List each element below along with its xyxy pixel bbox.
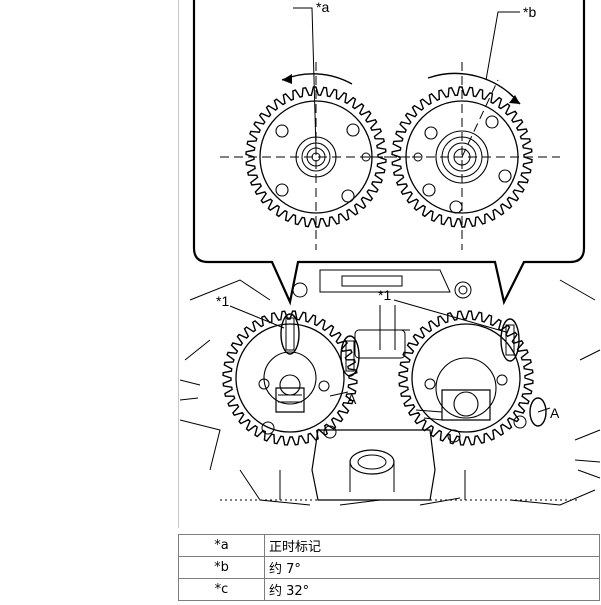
legend-value: 约 32° bbox=[264, 578, 600, 601]
point-right-leader bbox=[537, 407, 551, 413]
table-row: *b 约 7° bbox=[178, 556, 600, 579]
point-left-leader bbox=[329, 391, 349, 397]
table-row: *a 正时标记 bbox=[178, 534, 600, 557]
legend-key: *c bbox=[178, 578, 265, 601]
content-left-border bbox=[178, 0, 179, 528]
legend-key: *a bbox=[178, 534, 265, 557]
left-assembly-sprocket-teeth bbox=[222, 310, 358, 446]
right-sprocket-assembly bbox=[398, 310, 547, 446]
callout-legend-table: *a 正时标记 *b 约 7° *c 约 32° bbox=[178, 534, 600, 601]
angle-7-leader bbox=[485, 11, 520, 81]
ring-left-leader bbox=[229, 305, 285, 329]
engine-assembly-drawing bbox=[180, 269, 601, 506]
callout-label-1-right: *1 bbox=[378, 287, 391, 303]
legend-key: *b bbox=[178, 556, 265, 579]
callout-label-a-point-right: A bbox=[550, 405, 560, 421]
callout-label-a: *a bbox=[316, 0, 329, 15]
right-assembly-sprocket-teeth bbox=[398, 310, 534, 446]
right-camshaft-sprocket-detail bbox=[370, 62, 560, 250]
legend-value: 正时标记 bbox=[264, 534, 600, 557]
ring-right-leader bbox=[393, 299, 507, 333]
camshaft-timing-figure: *a *b bbox=[180, 0, 601, 520]
timing-mark-leader bbox=[293, 7, 317, 151]
callout-label-1-left: *1 bbox=[216, 293, 229, 309]
left-sprocket-assembly bbox=[222, 310, 360, 446]
callout-label-a-point-left: A bbox=[347, 391, 357, 407]
callout-label-b: *b bbox=[523, 4, 536, 20]
table-row: *c 约 32° bbox=[178, 578, 600, 601]
legend-value: 约 7° bbox=[264, 556, 600, 579]
